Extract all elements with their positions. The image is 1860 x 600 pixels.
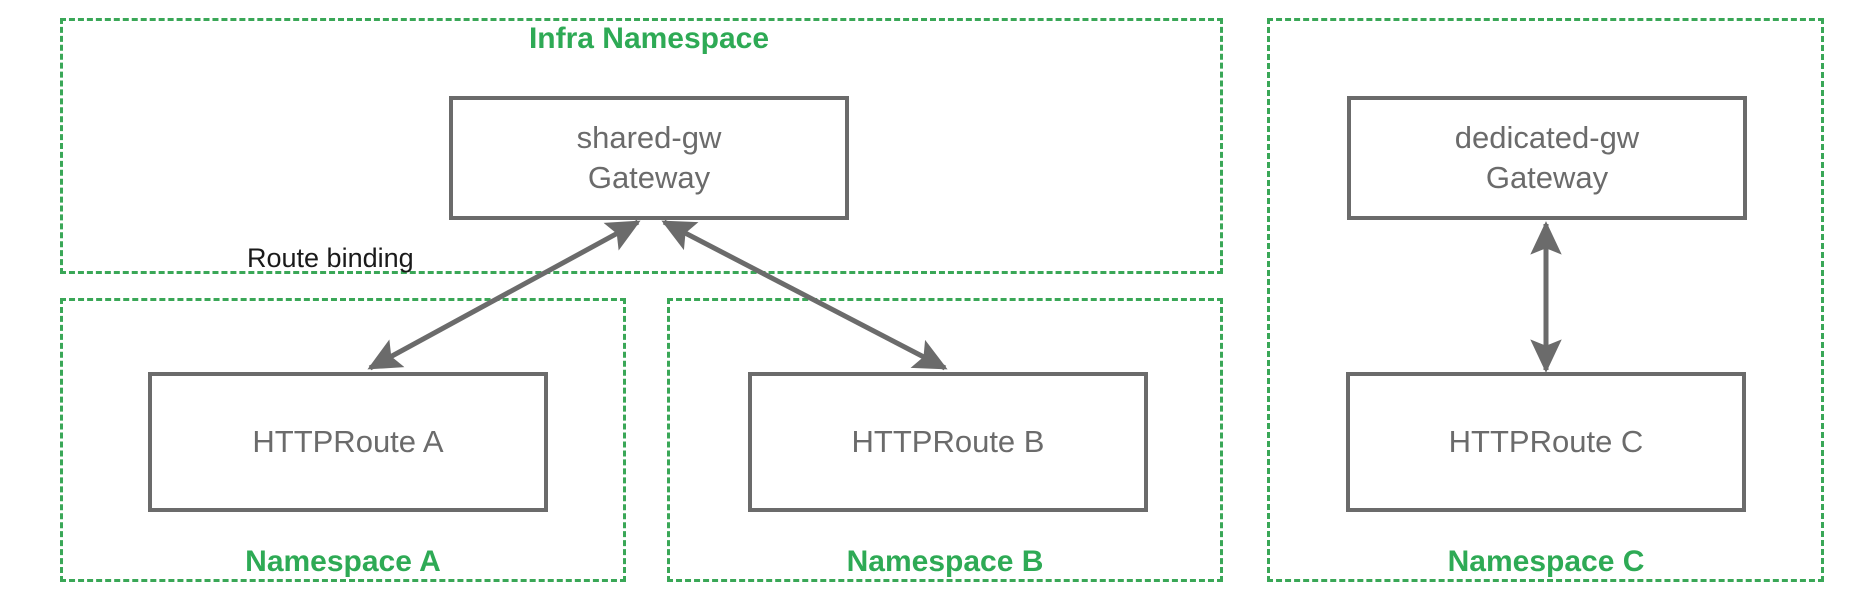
- node-httproute-a-label: HTTPRoute A: [252, 424, 444, 460]
- namespace-label-infra: Infra Namespace: [528, 22, 770, 55]
- node-dedicated-gw-line2: Gateway: [1485, 160, 1609, 195]
- namespace-box-a: [60, 298, 626, 582]
- node-httproute-c[interactable]: HTTPRoute C: [1346, 372, 1746, 512]
- node-shared-gw-line2: Gateway: [587, 160, 711, 195]
- namespace-label-a: Namespace A: [245, 545, 441, 578]
- node-dedicated-gw-line1: dedicated-gw: [1454, 120, 1640, 156]
- edge-label-route-binding: Route binding: [247, 243, 414, 273]
- namespace-box-c: [1267, 18, 1824, 582]
- namespace-label-b: Namespace B: [846, 545, 1044, 578]
- node-httproute-c-label: HTTPRoute C: [1448, 424, 1644, 460]
- node-httproute-b-label: HTTPRoute B: [851, 424, 1045, 460]
- node-httproute-b[interactable]: HTTPRoute B: [748, 372, 1148, 512]
- node-shared-gw-line1: shared-gw: [576, 120, 722, 156]
- node-shared-gw[interactable]: shared-gw Gateway: [449, 96, 849, 220]
- namespace-label-c: Namespace C: [1447, 545, 1645, 578]
- namespace-box-infra: [60, 18, 1223, 274]
- node-dedicated-gw[interactable]: dedicated-gw Gateway: [1347, 96, 1747, 220]
- node-httproute-a[interactable]: HTTPRoute A: [148, 372, 548, 512]
